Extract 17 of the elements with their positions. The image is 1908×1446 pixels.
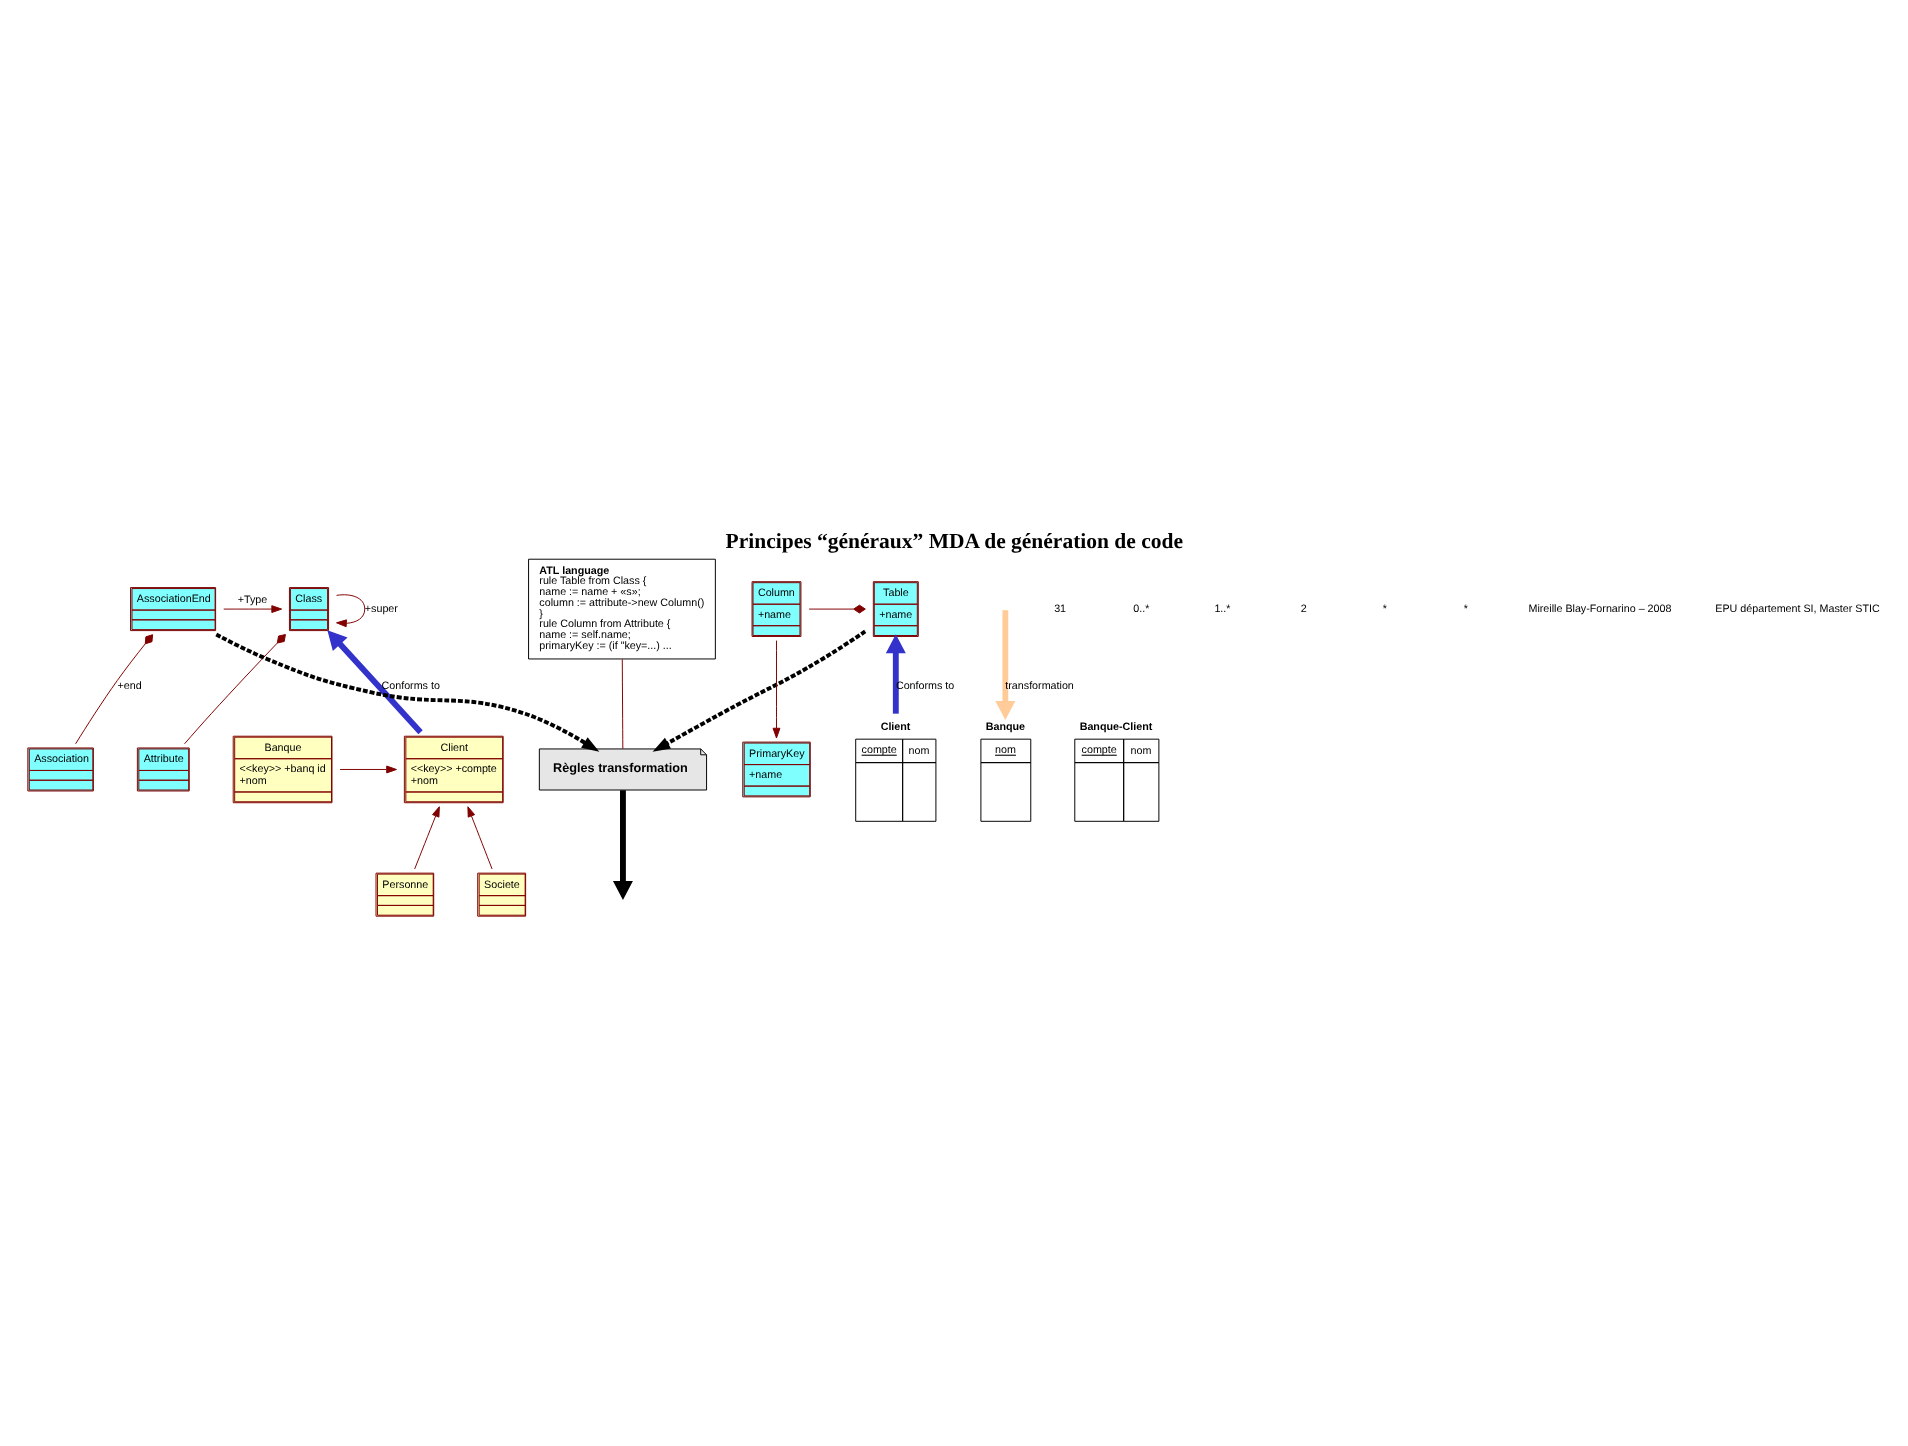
arrow [414, 805, 440, 869]
connector [75, 633, 154, 744]
connector [808, 603, 866, 613]
arrow [327, 629, 423, 734]
arrow [215, 631, 600, 751]
arrow [772, 639, 781, 738]
arrow [612, 789, 633, 899]
connector [184, 633, 286, 744]
arrow [336, 593, 366, 627]
diagram-title: Principes “généraux” MDA de génération de code [725, 529, 1184, 554]
arrow [885, 633, 906, 713]
connector [621, 657, 624, 749]
arrow [467, 805, 493, 869]
arrow [652, 628, 867, 751]
arrow [995, 609, 1016, 719]
arrow [339, 764, 397, 773]
arrow [223, 604, 283, 612]
